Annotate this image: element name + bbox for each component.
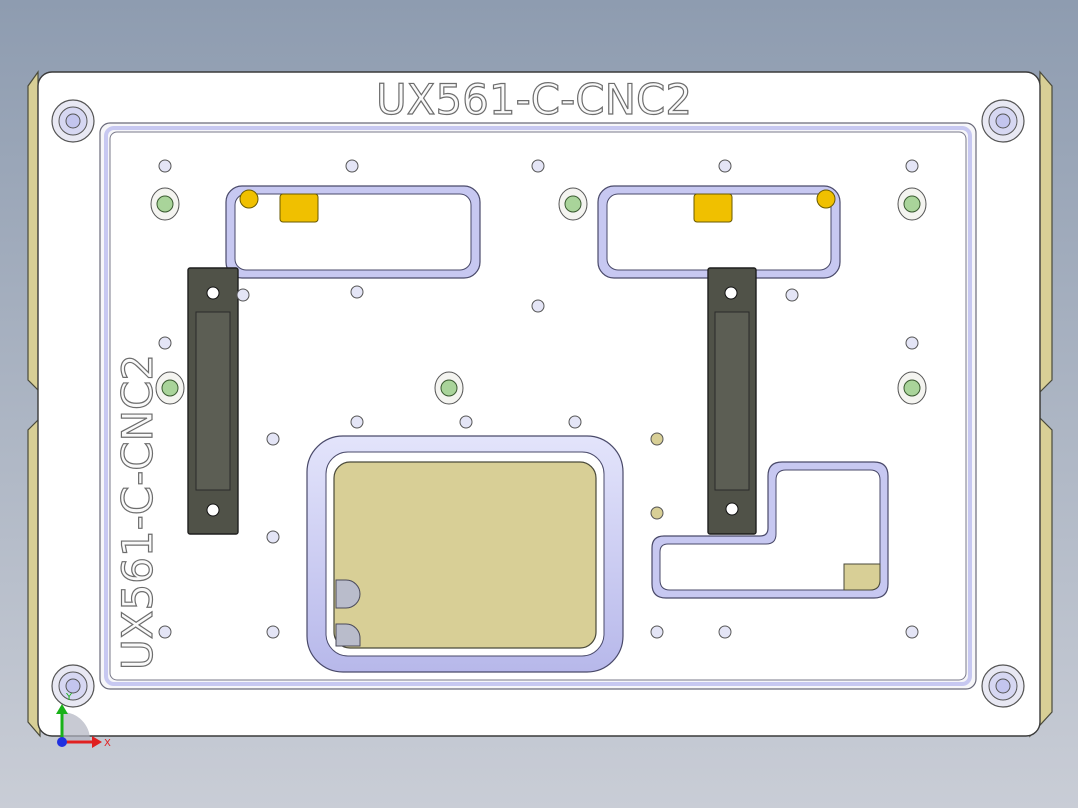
mounting-hole	[905, 159, 919, 173]
stop-pin	[239, 189, 259, 209]
clamp-left	[187, 267, 239, 535]
locator-pin	[155, 371, 185, 405]
coordinate-triad: Y X	[56, 692, 111, 749]
mounting-hole	[531, 159, 545, 173]
pocket-center	[306, 435, 624, 673]
mounting-hole	[718, 159, 732, 173]
mounting-hole	[785, 288, 799, 302]
corner-bolt-bottom-left	[51, 664, 95, 708]
stop-pin	[816, 189, 836, 209]
locator-pin	[434, 371, 464, 405]
stop-block	[279, 193, 319, 223]
locator-pin	[897, 371, 927, 405]
mounting-hole	[345, 159, 359, 173]
inner-platform-bevel	[104, 126, 972, 686]
corner-bolt-top-left	[51, 99, 95, 143]
locator-pin	[558, 187, 588, 221]
mounting-hole	[350, 285, 364, 299]
locator-pin	[897, 187, 927, 221]
stop-block	[693, 193, 733, 223]
mounting-hole	[350, 415, 364, 429]
mounting-hole	[905, 336, 919, 350]
mounting-hole	[531, 299, 545, 313]
locator-pins	[150, 187, 927, 405]
corner-bolt-holes	[51, 99, 1025, 708]
pocket-upper-left	[225, 185, 481, 279]
clamp-screw-hole	[724, 286, 738, 300]
corner-bolt-bottom-right	[981, 664, 1025, 708]
mounting-hole	[650, 625, 664, 639]
pocket-upper-right	[597, 185, 841, 279]
clamp-right	[707, 267, 757, 535]
pocket-floor	[333, 461, 597, 649]
mounting-hole	[266, 625, 280, 639]
pocket-lower-right	[651, 461, 889, 599]
mounting-hole	[568, 415, 582, 429]
locator-pin	[150, 187, 180, 221]
clamp-screw-hole	[206, 286, 220, 300]
mounting-hole	[266, 530, 280, 544]
mounting-hole	[266, 432, 280, 446]
x-axis-label: X	[104, 738, 111, 749]
mounting-hole	[718, 625, 732, 639]
mounting-hole	[459, 415, 473, 429]
mounting-hole	[158, 625, 172, 639]
mounting-hole	[905, 625, 919, 639]
z-axis-dot	[57, 737, 67, 747]
mounting-hole	[158, 159, 172, 173]
clamp-screw-hole	[206, 503, 220, 517]
y-axis-label: Y	[65, 692, 73, 703]
mounting-hole	[650, 506, 664, 520]
clamp-screw-hole	[725, 502, 739, 516]
corner-bolt-top-right	[981, 99, 1025, 143]
engraving-side: UX561-C-CNC2	[113, 354, 162, 670]
engraving-top: UX561-C-CNC2	[376, 75, 692, 124]
mounting-holes	[158, 159, 919, 639]
mounting-hole	[158, 336, 172, 350]
mounting-hole	[236, 288, 250, 302]
mounting-hole	[650, 432, 664, 446]
